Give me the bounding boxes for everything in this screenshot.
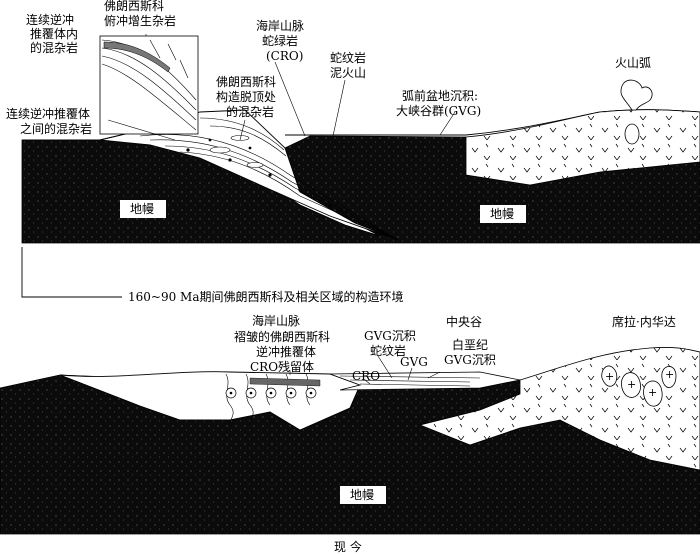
label-coast-range: 海岸山脉	[256, 18, 304, 33]
label-franciscan-top-3: 的混杂岩	[226, 104, 274, 119]
top-accretionary-wedge	[99, 109, 399, 241]
svg-text:+: +	[648, 386, 657, 399]
label-cretaceous: 白垩纪	[452, 337, 488, 352]
label-between-thrusts-2: 之间的混杂岩	[20, 121, 92, 136]
label-mud-volcano: 泥火山	[330, 66, 366, 80]
bottom-leaders	[289, 355, 441, 385]
label-gvg-sediment: GVG沉积	[364, 329, 416, 343]
label-serpentinite: 蛇纹岩	[330, 50, 366, 65]
label-mantle-right: 地幔	[490, 206, 514, 221]
label-coast-range-2: 蛇绿岩	[262, 33, 298, 48]
label-volcanic-arc: 火山弧	[615, 56, 651, 70]
label-forearc-basin: 弧前盆地沉积:	[402, 88, 478, 103]
label-franciscan-subduction-2: 俯冲增生杂岩	[104, 13, 176, 28]
bottom-valley-layers	[339, 375, 481, 387]
label-great-valley-group: 大峡谷群(GVG)	[396, 104, 481, 118]
label-thrust-internal-2: 推覆体内	[30, 27, 78, 41]
label-central-valley: 中央谷	[446, 314, 482, 329]
bottom-coast-range-belt	[59, 371, 361, 431]
top-inset-box	[99, 35, 199, 135]
top-caption-bracket	[21, 247, 122, 298]
label-cro-remnant: CRO残留体	[250, 360, 314, 374]
label-serpentinite-now: 蛇纹岩	[370, 343, 406, 358]
label-franciscan-top: 佛朗西斯科	[216, 75, 276, 89]
label-between-thrusts: 连续逆冲推覆体	[6, 106, 90, 121]
fold-circle-markers	[225, 387, 317, 399]
svg-text:+: +	[605, 370, 614, 383]
top-panel-caption: 160~90 Ma期间佛朗西斯科及相关区域的构造环境	[128, 289, 404, 304]
label-folded-franciscan: 褶皱的佛朗西斯科	[234, 329, 330, 344]
top-wedge-layers	[139, 117, 399, 241]
label-franciscan-top-2: 构造脱顶处	[216, 89, 276, 104]
label-coast-range-now: 海岸山脉	[252, 313, 300, 328]
label-thrust-internal: 连续逆冲	[26, 12, 74, 27]
bottom-panel: + + + +	[0, 347, 700, 535]
granite-plutons: + + + +	[601, 365, 677, 407]
svg-text:+: +	[665, 368, 674, 381]
bottom-panel-caption: 现 今	[334, 539, 362, 554]
svg-text:+: +	[627, 378, 636, 391]
top-labels: 佛朗西斯科 俯冲增生杂岩 连续逆冲 推覆体内 的混杂岩 海岸山脉 蛇绿岩 (CR…	[6, 0, 651, 304]
top-inset-layers	[101, 39, 197, 131]
label-mantle-now: 地幔	[350, 487, 374, 502]
label-sierra-nevada: 席拉·内华达	[612, 314, 676, 329]
volcano-plume-icon	[620, 79, 653, 111]
label-gvg: GVG	[400, 355, 428, 369]
label-mantle-left: 地幔	[130, 201, 154, 216]
bottom-labels: 海岸山脉 褶皱的佛朗西斯科 逆冲推覆体 CRO残留体 GVG沉积 蛇纹岩 CRO…	[234, 313, 676, 554]
label-franciscan-subduction: 佛朗西斯科	[104, 0, 164, 13]
label-coast-range-3: (CRO)	[266, 49, 303, 63]
top-leaders	[107, 34, 456, 141]
label-cretaceous-gvg: GVG沉积	[444, 353, 496, 367]
bottom-fold-layers	[225, 373, 321, 426]
label-cro: CRO	[352, 369, 380, 383]
label-thrust-internal-3: 的混杂岩	[30, 40, 78, 55]
label-folded-thrust: 逆冲推覆体	[256, 344, 316, 359]
top-panel	[21, 34, 700, 298]
